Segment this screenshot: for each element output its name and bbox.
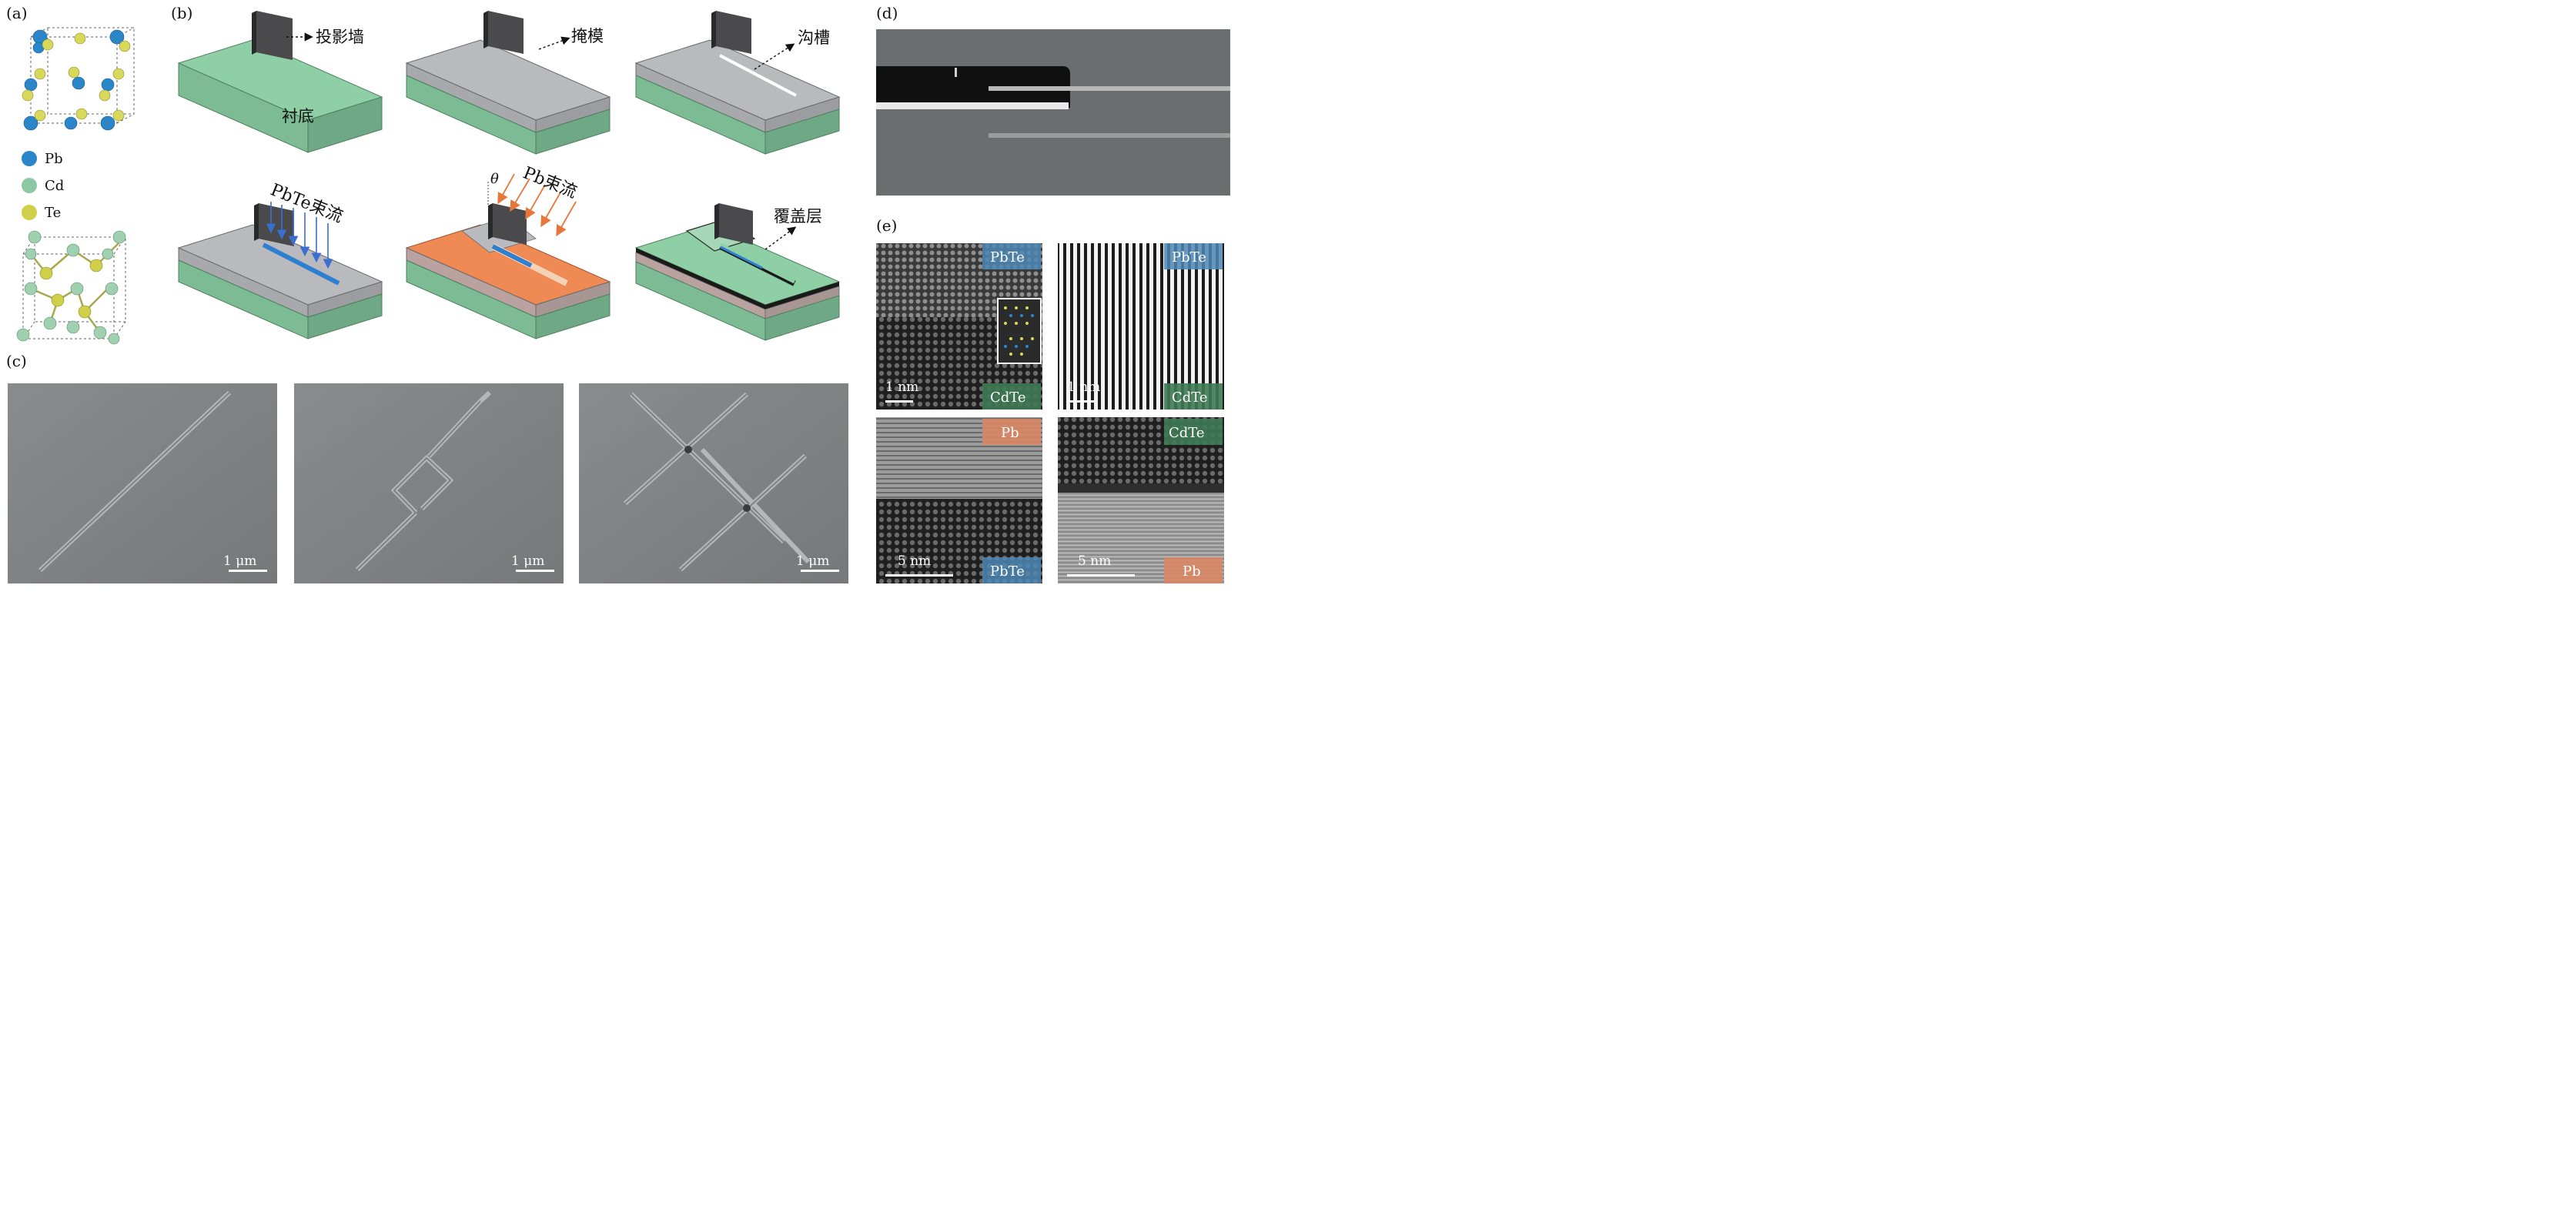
process-step-pbte-growth: PbTe束流 — [177, 180, 383, 339]
tag-bottom — [1164, 383, 1223, 410]
scalebar — [1067, 400, 1095, 403]
label-mask: 掩模 — [571, 27, 604, 45]
scalebar-label: 5 nm — [898, 553, 931, 569]
legend-te: Te — [22, 205, 61, 221]
tag-bottom — [982, 557, 1041, 583]
tem-image-pbte-cdte-interface: PbTe CdTe 1 nm — [876, 243, 1042, 410]
scalebar-label: 1 μm — [223, 553, 256, 569]
pbte-flux-arrows — [266, 202, 333, 269]
legend-pb: Pb — [22, 151, 63, 167]
shadow-wall — [716, 11, 751, 54]
tag-top-text: Pb — [1001, 425, 1019, 441]
tag-top-text: CdTe — [1169, 425, 1205, 441]
tag-top-text: PbTe — [990, 249, 1025, 266]
shadow-wall — [719, 203, 753, 245]
process-step-pb-deposition: θ Pb束流 — [405, 163, 611, 339]
tag-bottom-text: CdTe — [990, 389, 1026, 406]
legend-te-label: Te — [45, 205, 61, 221]
shadow-wall — [493, 203, 527, 245]
label-shadow-wall: 投影墙 — [316, 28, 364, 46]
sem-image-cross-wires: 1 μm — [579, 383, 848, 583]
te-atom-swatch — [22, 205, 37, 220]
shadow-wall — [488, 11, 524, 54]
pbte-nanowire — [262, 242, 340, 286]
tag-top — [1164, 243, 1223, 269]
label-capping: 覆盖层 — [774, 207, 822, 226]
tem-image-pb-pbte-interface: Pb PbTe 5 nm — [876, 417, 1042, 583]
shadow-wall — [256, 11, 293, 60]
pb-atom-swatch — [22, 151, 37, 166]
panel-label-b: (b) — [171, 4, 192, 22]
tag-top — [982, 243, 1041, 269]
figure-canvas: (a) Pb Cd Te — [6, 4, 1230, 583]
scalebar — [229, 570, 267, 572]
panel-label-d: (d) — [876, 4, 898, 22]
process-step-mask: 掩模 — [405, 11, 611, 155]
scalebar-label: 5 nm — [1078, 553, 1111, 569]
tag-bottom-text: CdTe — [1172, 389, 1208, 406]
scalebar — [516, 570, 554, 572]
tag-top — [982, 419, 1041, 445]
sem-image-d — [876, 29, 1230, 196]
tem-image-cdte-pb-interface: CdTe Pb 5 nm — [1058, 417, 1224, 583]
cd-atom-swatch — [22, 178, 37, 193]
scalebar — [885, 574, 953, 577]
inset-atomic-model — [997, 298, 1042, 364]
panel-label-c: (c) — [6, 352, 27, 370]
label-substrate: 衬底 — [282, 107, 314, 125]
scalebar-label: 1 μm — [511, 553, 544, 569]
process-step-trench: 沟槽 — [634, 11, 841, 155]
label-theta: θ — [490, 171, 499, 187]
tag-bottom — [982, 383, 1041, 410]
trench-line — [719, 54, 797, 97]
process-step-substrate: 投影墙 衬底 — [177, 11, 383, 153]
label-trench: 沟槽 — [798, 28, 830, 47]
tag-bottom-text: Pb — [1183, 563, 1201, 580]
sem-image-straight-wire: 1 μm — [8, 383, 277, 583]
label-pb-flux: Pb束流 — [520, 163, 580, 202]
sem-image-loop-wire: 1 μm — [294, 383, 564, 583]
legend-pb-label: Pb — [45, 151, 63, 167]
scalebar-label: 1 nm — [1067, 379, 1100, 395]
cdte-crystal-structure — [16, 230, 126, 345]
pb-flux-arrows — [497, 173, 577, 237]
tag-bottom-text: PbTe — [990, 563, 1025, 580]
pbte-crystal-structure — [22, 27, 135, 131]
scalebar — [801, 570, 839, 572]
tem-image-fft-stripes: PbTe CdTe 1 nm — [1058, 243, 1224, 410]
panel-label-a: (a) — [6, 4, 28, 22]
tag-top-text: PbTe — [1172, 249, 1206, 266]
legend-cd-label: Cd — [45, 178, 64, 194]
tag-top — [1164, 419, 1223, 445]
pbte-nanowire — [491, 244, 533, 268]
scalebar — [1067, 574, 1135, 577]
scalebar-label: 1 nm — [885, 379, 918, 395]
scalebar — [885, 400, 913, 403]
panel-label-e: (e) — [876, 216, 897, 235]
scalebar-label: 1 μm — [796, 553, 829, 569]
tag-bottom — [1164, 557, 1223, 583]
legend-cd: Cd — [22, 178, 64, 194]
process-step-capping: 覆盖层 — [634, 203, 841, 341]
